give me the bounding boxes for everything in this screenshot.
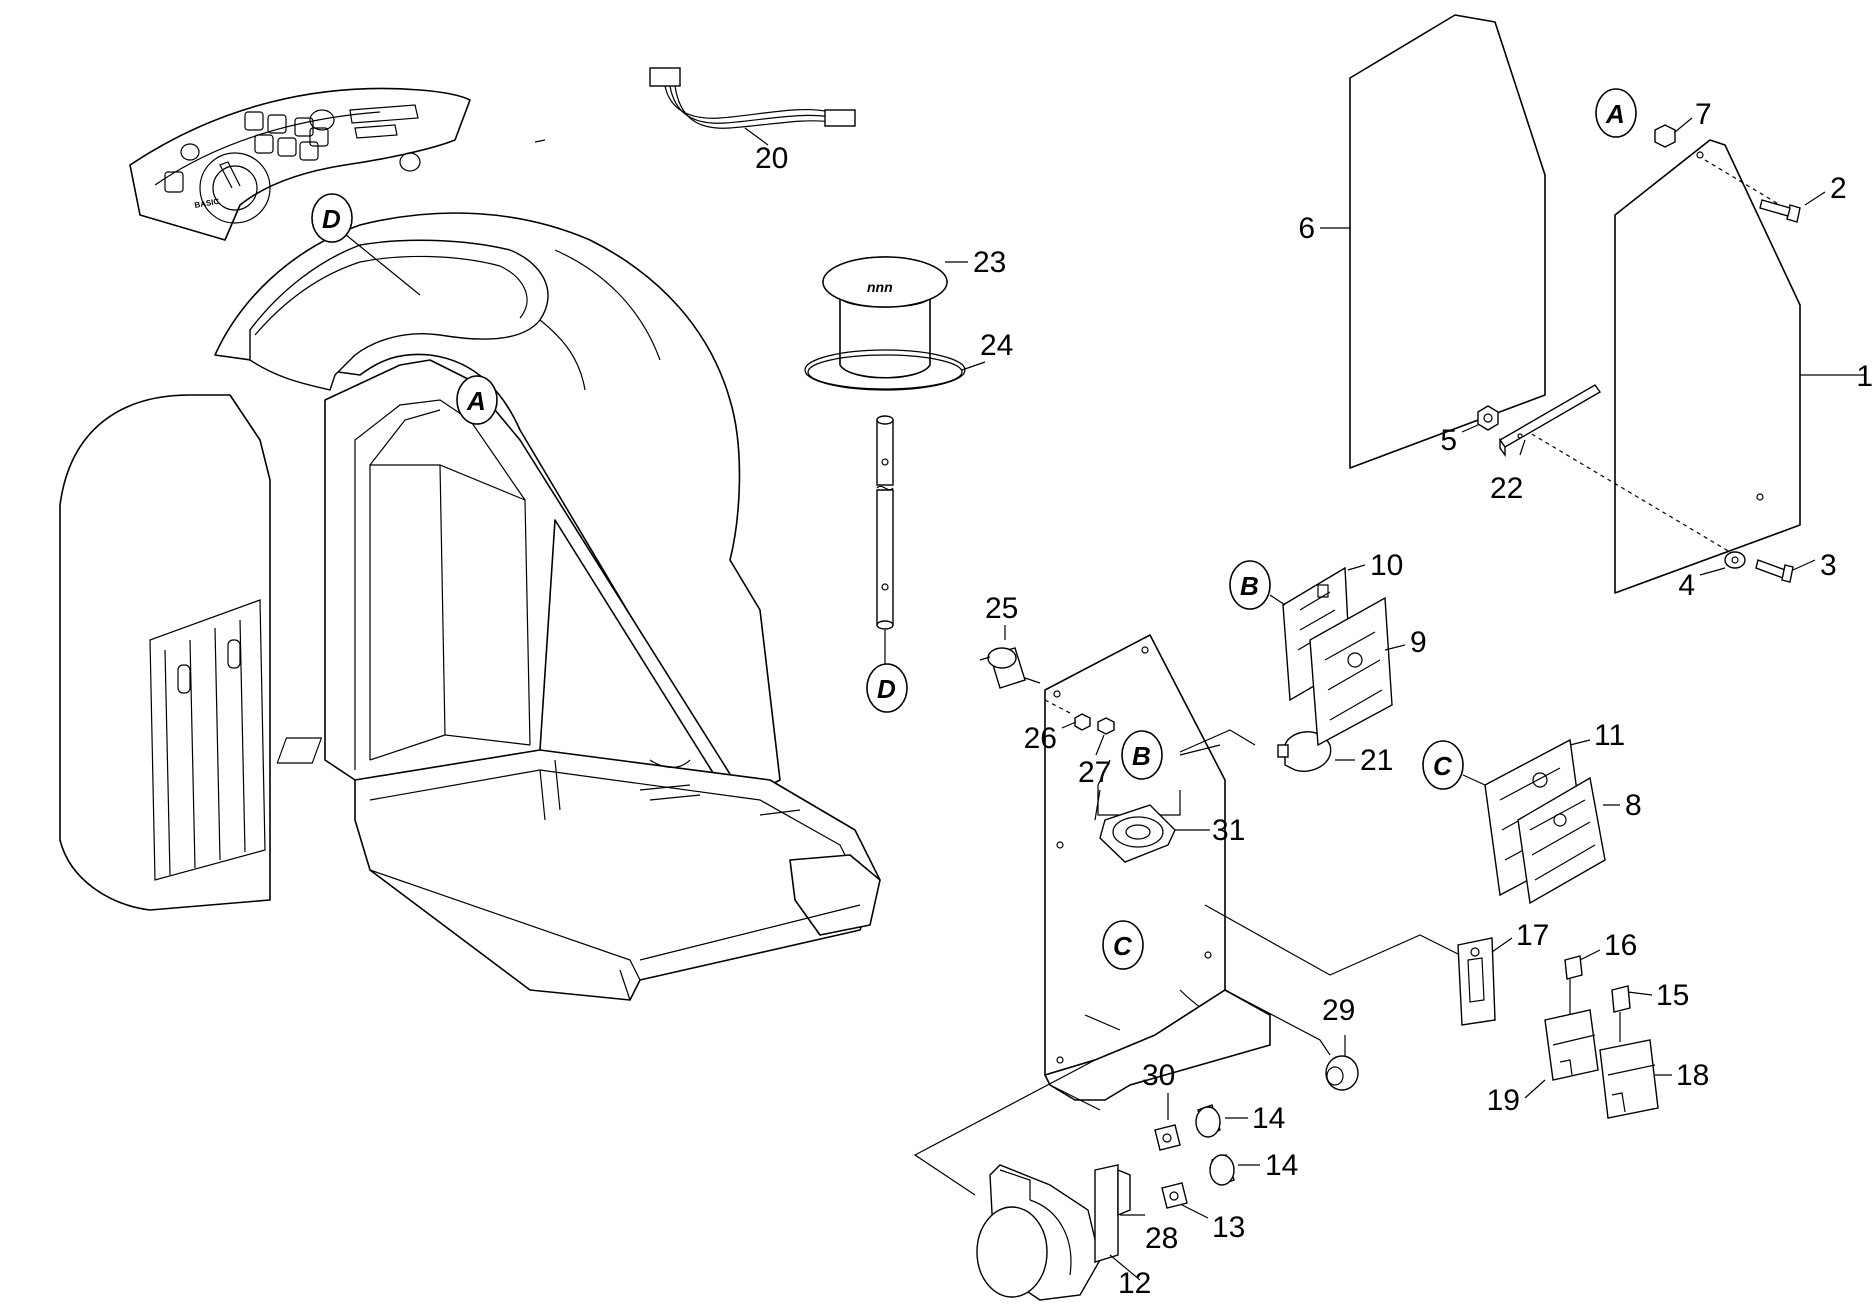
callout-19: 19 [1487,1084,1520,1117]
callout-21: 21 [1360,744,1393,777]
callout-24: 24 [980,329,1013,362]
cover-panel-part-1 [1524,139,1865,594]
callout-14-lower: 14 [1265,1149,1298,1182]
callout-14-upper: 14 [1252,1102,1285,1135]
ref-bubble-b-mid: B [1121,730,1163,780]
motor-part-12 [976,1164,1145,1301]
callout-12: 12 [1118,1267,1151,1300]
callout-17: 17 [1516,919,1549,952]
bracket-part-22 [1461,384,1602,458]
callout-26: 26 [1024,722,1057,755]
svg-text:A: A [466,386,486,416]
ref-bubble-d-top: D [311,193,353,243]
circuit-board-part-9 [1309,596,1406,747]
svg-text:D: D [322,204,341,234]
callout-6: 6 [1298,212,1315,245]
svg-text:C: C [1113,931,1133,961]
svg-text:C: C [1433,751,1453,781]
callout-28: 28 [1145,1222,1178,1255]
callout-10: 10 [1370,549,1403,582]
ref-bubble-c-plate: C [1102,920,1144,970]
svg-text:D: D [877,674,896,704]
svg-text:nnn: nnn [867,279,893,295]
callout-2: 2 [1830,172,1847,205]
callout-13: 13 [1212,1211,1245,1244]
callout-7: 7 [1695,98,1712,131]
callout-29: 29 [1322,994,1355,1027]
callout-22: 22 [1490,472,1523,505]
bumper-part-25 [979,625,1115,756]
nut-part-7 [1654,117,1693,148]
ref-bubble-d-bottom: D [866,663,908,713]
ref-bubble-a-right: A [1595,88,1637,138]
bumper-part-29 [1325,1035,1359,1091]
fuse-holder-part-18 [1599,985,1672,1119]
fan-part-31 [1097,790,1210,863]
wire-harness-part-20 [649,67,856,146]
callout-31: 31 [1212,814,1245,847]
callout-30: 30 [1142,1059,1175,1092]
callout-20: 20 [755,142,788,175]
svg-text:B: B [1132,741,1151,771]
callout-9: 9 [1410,626,1427,659]
callout-5: 5 [1440,424,1457,457]
fuse-holder-part-19 [1524,949,1601,1099]
svg-text:B: B [1240,571,1259,601]
back-panel-part-6 [1320,14,1546,469]
dashboard-label: BASIC [194,197,220,210]
mounting-plate [913,634,1461,1196]
callout-16: 16 [1604,929,1637,962]
callout-numbers: 1 2 3 4 5 6 7 8 9 10 11 12 13 14 14 15 1… [755,98,1872,1300]
callout-3: 3 [1820,549,1837,582]
callout-27: 27 [1078,756,1111,789]
callout-25: 25 [985,592,1018,625]
circuit-board-part-8 [1517,776,1620,905]
callout-4: 4 [1678,569,1695,602]
cap-and-shaft: nnn [804,256,986,665]
callout-15: 15 [1656,979,1689,1012]
callout-18: 18 [1676,1059,1709,1092]
sockets-and-plugs [1154,1093,1260,1219]
callout-1: 1 [1856,360,1872,393]
callout-23: 23 [973,246,1006,279]
ref-bubble-b-top: B [1229,560,1286,610]
svg-text:A: A [1605,99,1625,129]
control-panel-assembly: BASIC [59,87,881,1001]
callout-8: 8 [1625,789,1642,822]
switch-part-21 [1277,731,1355,772]
ref-bubble-c-right: C [1422,740,1486,790]
relay-holder-part-17 [1457,937,1513,1026]
ref-bubble-a-left: A [456,375,498,425]
callout-11: 11 [1594,719,1625,752]
